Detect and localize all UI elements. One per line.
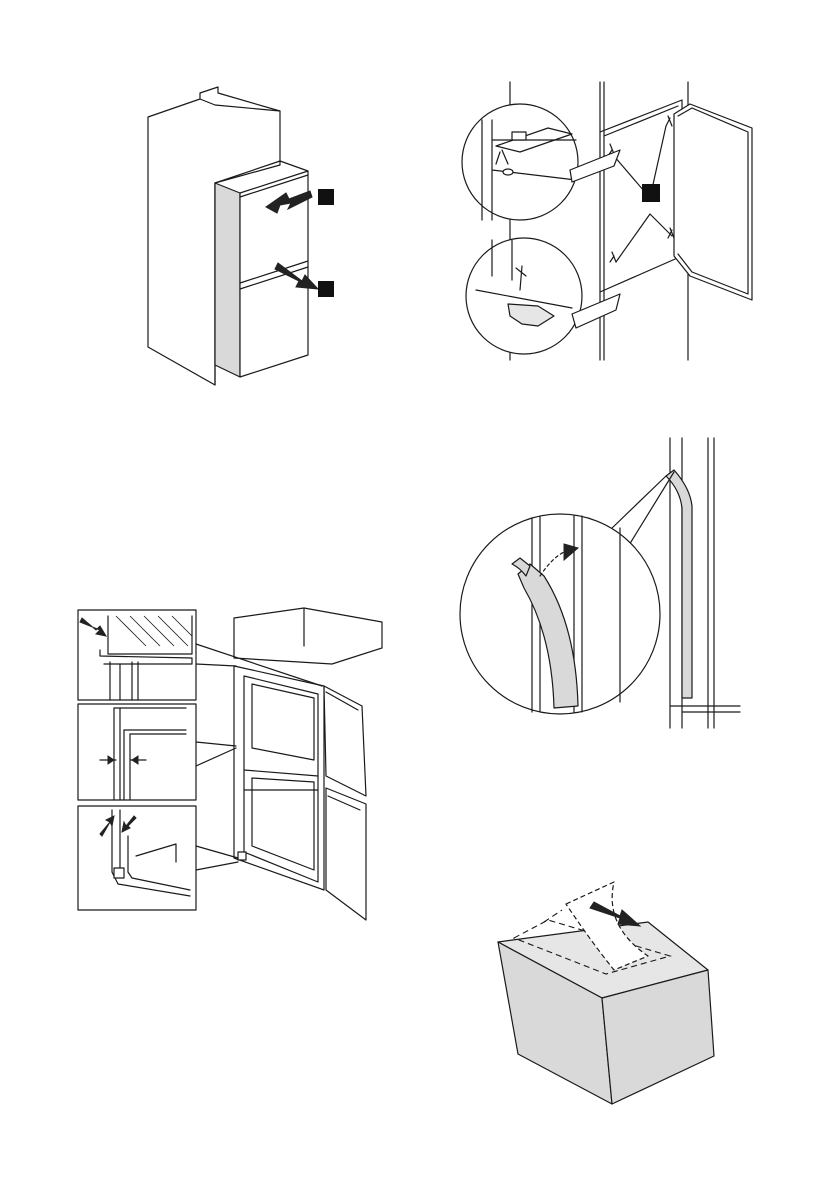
step-marker-1 <box>318 189 334 205</box>
door-alignment-detail-icon <box>76 600 384 934</box>
figure-appliance-into-niche <box>140 85 330 395</box>
figure-door-gasket <box>460 436 760 736</box>
step-marker-screws <box>642 184 660 202</box>
door-screw-fixing-icon <box>452 80 760 362</box>
figure-unpacking-box <box>494 876 718 1108</box>
door-gasket-fitting-icon <box>460 436 760 736</box>
appliance-into-niche-icon <box>140 85 330 395</box>
figure-door-alignment <box>76 600 384 934</box>
unpacking-box-tape-icon <box>494 876 718 1108</box>
figure-door-screw-fixing <box>452 80 760 362</box>
step-marker-2 <box>318 281 334 297</box>
